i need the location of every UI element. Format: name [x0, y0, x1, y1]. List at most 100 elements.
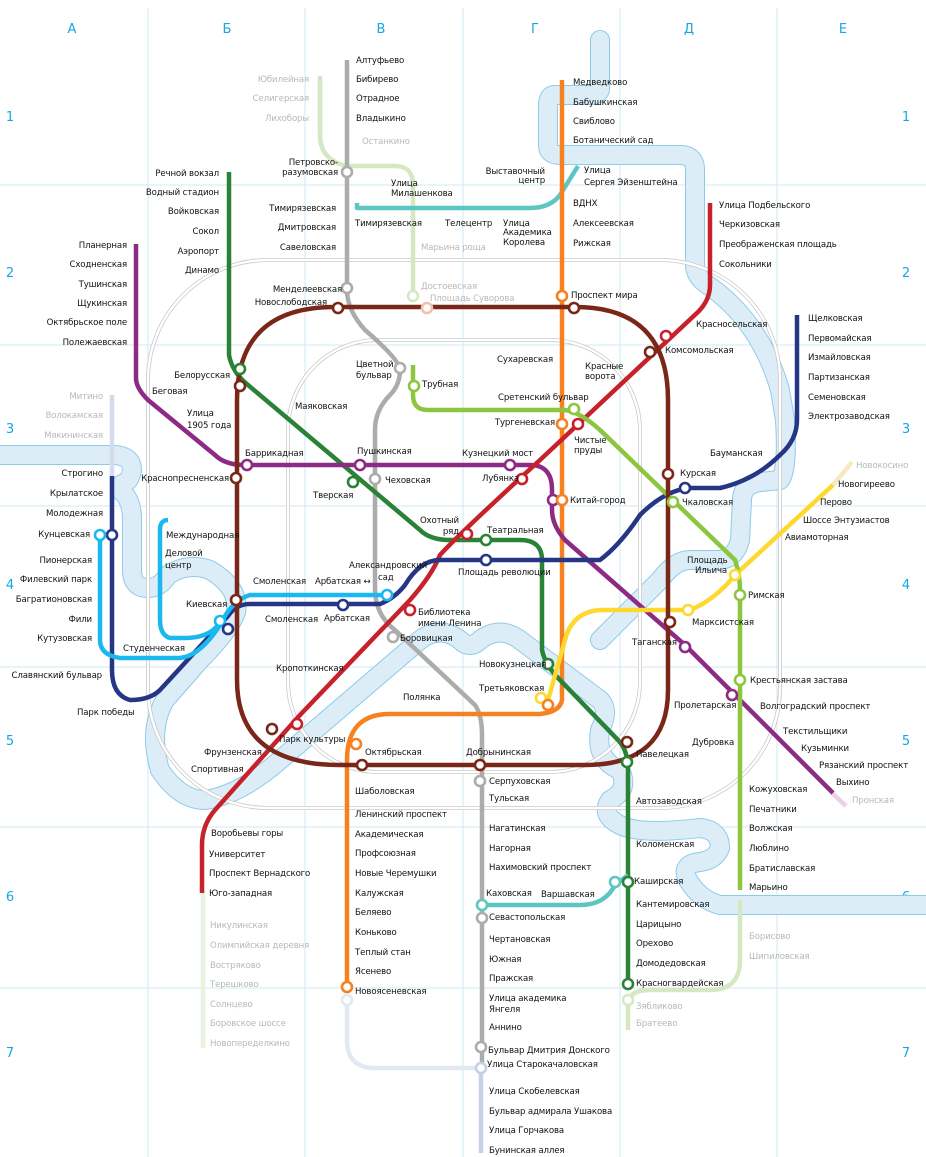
- station-label[interactable]: Королева: [503, 238, 545, 248]
- station-label[interactable]: Тимирязевская: [354, 219, 422, 229]
- station-label[interactable]: Измайловская: [808, 353, 871, 363]
- station-label[interactable]: ворота: [585, 372, 616, 382]
- station-label[interactable]: Тушинская: [78, 280, 128, 290]
- station-label[interactable]: Рязанский проспект: [819, 761, 908, 771]
- station-label[interactable]: разумовская: [282, 168, 338, 178]
- station-label[interactable]: Улица Скобелевская: [489, 1087, 580, 1097]
- planned-station-label[interactable]: Солнцево: [210, 1000, 253, 1010]
- station-label[interactable]: Улица Горчакова: [489, 1126, 564, 1136]
- station-label[interactable]: Партизанская: [808, 373, 870, 383]
- planned-station-label[interactable]: Никулинская: [210, 921, 268, 931]
- station-label[interactable]: Тимирязевская: [268, 204, 336, 214]
- station-label[interactable]: Новокузнецкая: [479, 660, 546, 670]
- station-label[interactable]: Улица: [584, 166, 611, 176]
- station-label[interactable]: Калужская: [355, 889, 404, 899]
- station-label[interactable]: Авиамоторная: [785, 533, 849, 543]
- station-label[interactable]: Выхино: [836, 778, 869, 788]
- station-label[interactable]: Чеховская: [385, 476, 431, 486]
- station-label[interactable]: Смоленская: [265, 615, 318, 625]
- station-label[interactable]: Новослободская: [255, 298, 327, 308]
- station-label[interactable]: Дмитровская: [278, 223, 336, 233]
- station-label[interactable]: Академическая: [355, 830, 424, 840]
- planned-station-label[interactable]: Лихоборы: [265, 114, 310, 124]
- station-label[interactable]: Фрунзенская: [204, 748, 262, 758]
- station-label[interactable]: Теплый стан: [354, 948, 411, 958]
- station-label[interactable]: Планерная: [79, 241, 127, 251]
- station-label[interactable]: Ленинский проспект: [355, 810, 447, 820]
- station-label[interactable]: Сокольники: [719, 260, 772, 270]
- station-label[interactable]: Милашенкова: [391, 189, 453, 199]
- station-label[interactable]: Петровско-: [289, 158, 339, 168]
- station-label[interactable]: Римская: [748, 591, 785, 601]
- station-label[interactable]: Шоссе Энтузиастов: [803, 516, 890, 526]
- station-label[interactable]: Марьино: [749, 883, 788, 893]
- station-label[interactable]: Крылатское: [50, 489, 103, 499]
- station-label[interactable]: Каховская: [486, 889, 532, 899]
- station-label[interactable]: Сретенский бульвар: [498, 393, 589, 403]
- station-label[interactable]: Речной вокзал: [155, 169, 219, 179]
- planned-station-label[interactable]: Митино: [69, 392, 103, 402]
- station-label[interactable]: Арбатская ↔: [315, 577, 371, 587]
- station-label[interactable]: Первомайская: [808, 334, 872, 344]
- station-label[interactable]: Коньково: [355, 928, 397, 938]
- planned-station-label[interactable]: Останкино: [362, 137, 410, 147]
- station-label[interactable]: Щукинская: [77, 299, 127, 309]
- station-label[interactable]: 1905 года: [187, 421, 231, 431]
- station-label[interactable]: Лубянка: [482, 474, 519, 484]
- station-label[interactable]: Серпуховская: [489, 777, 551, 787]
- station-label[interactable]: Тульская: [488, 794, 529, 804]
- station-label[interactable]: Фили: [69, 615, 93, 625]
- station-label[interactable]: ВДНХ: [573, 199, 598, 209]
- station-label[interactable]: Выставочный: [486, 167, 546, 177]
- station-label[interactable]: Электрозаводская: [808, 412, 890, 422]
- planned-station-label[interactable]: Площадь Суворова: [430, 294, 515, 304]
- station-label[interactable]: Тверская: [312, 491, 353, 501]
- station-label[interactable]: центр: [165, 561, 192, 571]
- station-label[interactable]: Бульвар Дмитрия Донского: [488, 1046, 610, 1056]
- station-label[interactable]: Чистые: [574, 436, 607, 446]
- station-label[interactable]: Водный стадион: [146, 188, 219, 198]
- station-label[interactable]: Багратионовская: [16, 595, 92, 605]
- station-label[interactable]: Ильича: [695, 566, 727, 576]
- planned-station-label[interactable]: Пронская: [852, 796, 894, 806]
- station-label[interactable]: Нахимовский проспект: [489, 863, 591, 873]
- station-label[interactable]: Медведково: [573, 78, 627, 88]
- station-label[interactable]: Савеловская: [280, 243, 336, 253]
- planned-station-label[interactable]: Боровское шоссе: [210, 1019, 286, 1029]
- station-label[interactable]: Марксистская: [692, 618, 754, 628]
- station-label[interactable]: Щелковская: [808, 314, 863, 324]
- station-label[interactable]: Кузнецкий мост: [462, 449, 533, 459]
- station-label[interactable]: Парк культуры: [279, 735, 346, 745]
- station-label[interactable]: Китай-город: [570, 496, 626, 506]
- planned-station-label[interactable]: Волокамская: [45, 411, 103, 421]
- station-label[interactable]: сад: [378, 573, 394, 583]
- station-label[interactable]: Арбатская: [324, 614, 370, 624]
- station-label[interactable]: Пролетарская: [674, 701, 736, 711]
- station-label[interactable]: Белорусская: [174, 371, 230, 381]
- station-label[interactable]: Сходненская: [69, 260, 127, 270]
- station-label[interactable]: Улица Подбельского: [719, 201, 810, 211]
- station-label[interactable]: Варшавская: [541, 890, 595, 900]
- station-label[interactable]: Тургеневская: [494, 418, 555, 428]
- station-label[interactable]: Улица Старокачаловская: [487, 1060, 598, 1070]
- station-label[interactable]: Сухаревская: [497, 355, 553, 365]
- station-label[interactable]: Новогиреево: [838, 480, 895, 490]
- station-label[interactable]: Волжская: [749, 824, 793, 834]
- station-label[interactable]: Текстильщики: [782, 727, 847, 737]
- station-label[interactable]: Крестьянская застава: [750, 676, 848, 686]
- station-label[interactable]: Маяковская: [295, 402, 347, 412]
- station-label[interactable]: Юго-западная: [209, 889, 272, 899]
- station-label[interactable]: Отрадное: [356, 94, 400, 104]
- station-label[interactable]: Улица: [187, 409, 214, 419]
- station-label[interactable]: Преображенская площадь: [719, 240, 837, 250]
- station-label[interactable]: Динамо: [185, 266, 219, 276]
- planned-station-label[interactable]: Зябликово: [636, 1002, 683, 1012]
- station-label[interactable]: Таганская: [631, 638, 677, 648]
- station-label[interactable]: Курская: [680, 469, 716, 479]
- planned-station-label[interactable]: Достоевская: [421, 282, 477, 292]
- station-label[interactable]: Кожуховская: [749, 785, 807, 795]
- station-label[interactable]: Рижская: [573, 239, 611, 249]
- station-label[interactable]: Академика: [503, 228, 552, 238]
- station-label[interactable]: Печатники: [749, 805, 797, 815]
- planned-station-label[interactable]: Терешково: [209, 980, 259, 990]
